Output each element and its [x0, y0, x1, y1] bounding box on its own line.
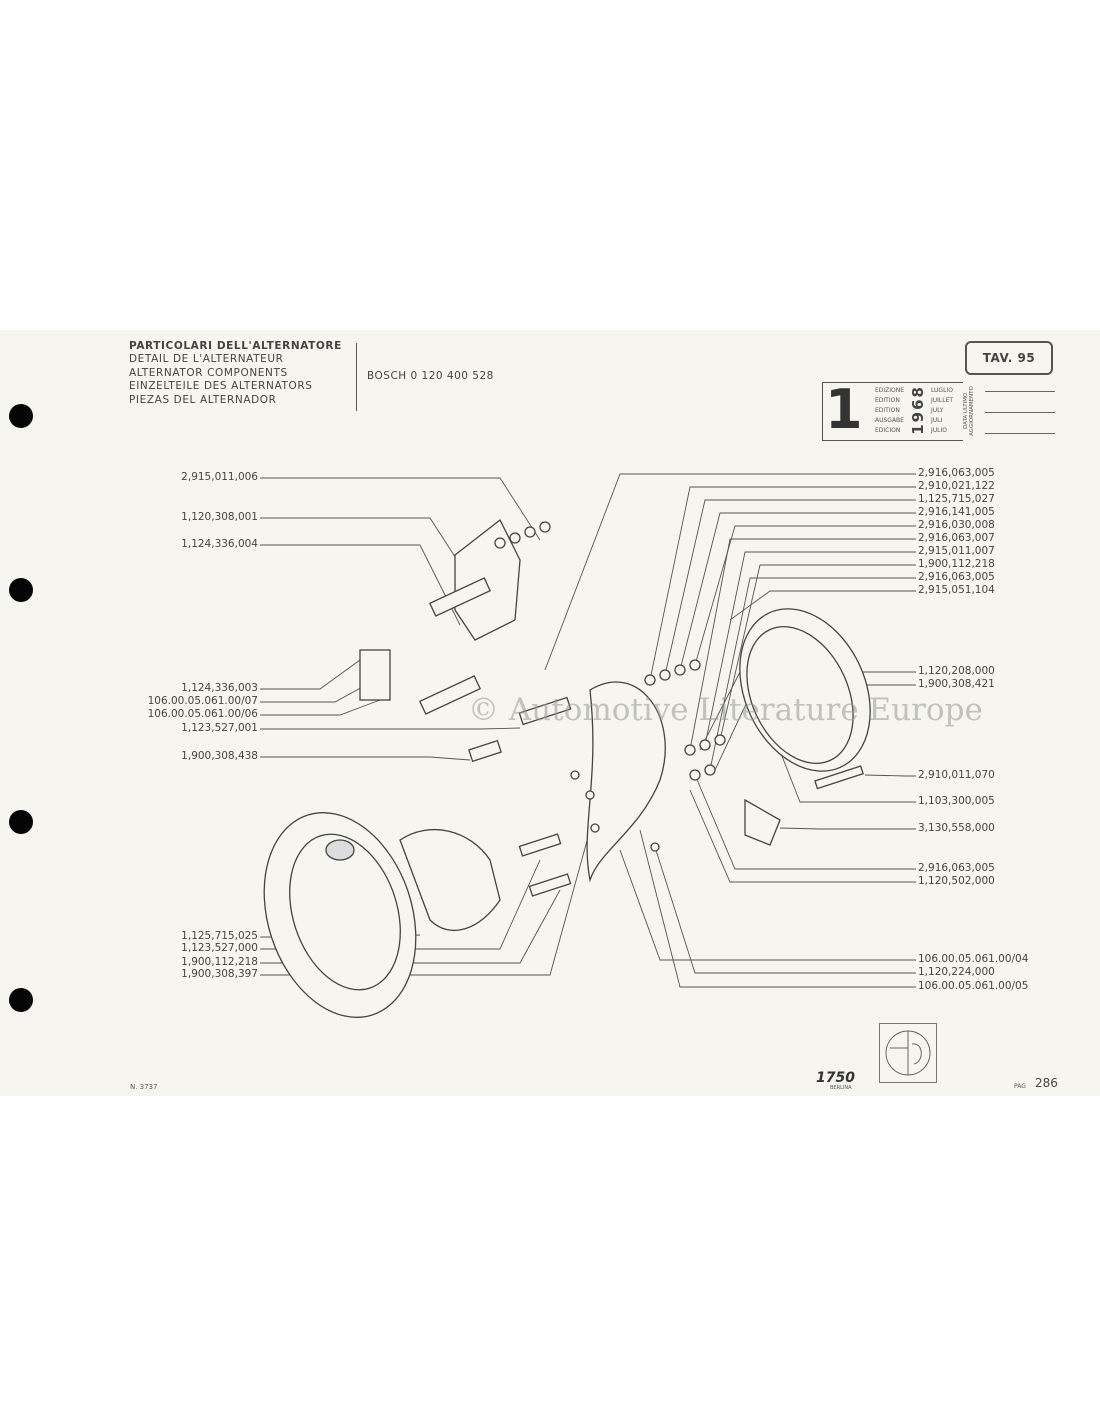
- part-number-label: 2,915,051,104: [918, 584, 995, 596]
- edition-number: 1: [825, 378, 863, 441]
- leader-line: [260, 699, 381, 716]
- binder-hole: [9, 810, 33, 834]
- edition-label: EDITION: [875, 407, 900, 414]
- binder-hole: [9, 988, 33, 1012]
- leader-line: [260, 477, 541, 541]
- part-number-label: 106.00.05.061.00/04: [918, 953, 1029, 965]
- page-label: PAG: [1014, 1083, 1026, 1090]
- part-number-label: 106.00.05.061.00/07: [147, 695, 258, 707]
- leader-line: [544, 473, 916, 671]
- edition-month: JULY: [931, 407, 944, 414]
- part-number-label: 1,900,112,218: [918, 558, 995, 570]
- part-number-label: 2,910,011,070: [918, 769, 995, 781]
- part-number-label: 1,124,336,004: [181, 538, 258, 550]
- part-number-label: 2,916,063,005: [918, 862, 995, 874]
- part-number-label: 1,125,715,027: [918, 493, 995, 505]
- watermark: © Automotive Literature Europe: [468, 692, 983, 728]
- part-number-label: 1,123,527,001: [181, 722, 258, 734]
- part-number-label: 1,900,112,218: [181, 956, 258, 968]
- brace: [350, 343, 357, 411]
- part-number-label: 2,916,141,005: [918, 506, 995, 518]
- part-number-label: 106.00.05.061.00/06: [147, 708, 258, 720]
- part-number-label: 2,915,011,007: [918, 545, 995, 557]
- leader-line: [679, 512, 916, 671]
- part-number-label: 1,120,308,001: [181, 511, 258, 523]
- part-number-label: 1,125,715,025: [181, 930, 258, 942]
- update-line: [985, 433, 1055, 434]
- alternator-parts-drawing: [263, 519, 871, 1018]
- title-es: PIEZAS DEL ALTERNADOR: [129, 393, 277, 406]
- leader-line: [260, 727, 521, 730]
- part-number-label: 2,915,011,006: [181, 471, 258, 483]
- part-number-label: 2,916,063,007: [918, 532, 995, 544]
- edition-labels: EDIZIONE EDITION EDITION AUSGABE EDICION: [875, 386, 904, 436]
- edition-label: AUSGABE: [875, 417, 904, 424]
- mounting-bracket: [454, 519, 521, 641]
- update-line: [985, 412, 1055, 413]
- part-number-label: 2,910,021,122: [918, 480, 995, 492]
- leader-line: [654, 846, 916, 974]
- leader-line: [729, 590, 916, 621]
- update-line: [985, 391, 1055, 392]
- page-title: PARTICOLARI DELL'ALTERNATORE DETAIL DE L…: [129, 340, 342, 407]
- edition-label: EDITION: [875, 397, 900, 404]
- model-reference: BOSCH 0 120 400 528: [367, 370, 494, 382]
- leader-line: [709, 577, 916, 771]
- document-number: N. 3737: [130, 1083, 158, 1091]
- leader-line: [260, 517, 471, 581]
- leader-line: [260, 544, 461, 626]
- leader-line: [719, 564, 916, 741]
- alfa-romeo-logo: [879, 1023, 937, 1083]
- title-en: ALTERNATOR COMPONENTS: [129, 366, 288, 379]
- leader-line: [779, 827, 916, 830]
- leader-line: [619, 849, 916, 961]
- binder-hole: [9, 404, 33, 428]
- part-number-label: 2,916,030,008: [918, 519, 995, 531]
- leader-line: [260, 659, 361, 690]
- part-number-label: 1,103,300,005: [918, 795, 995, 807]
- title-it: PARTICOLARI DELL'ALTERNATORE: [129, 340, 342, 352]
- leader-line: [689, 789, 916, 883]
- rectifier-plate: [399, 828, 501, 931]
- plate-number: TAV. 95: [965, 341, 1053, 375]
- part-number-label: 3,130,558,000: [918, 822, 995, 834]
- edition-label: EDIZIONE: [875, 387, 905, 394]
- edition-month: JULI: [931, 417, 943, 424]
- model-sub: BERLINA: [830, 1085, 852, 1091]
- leader-line: [704, 551, 916, 746]
- leader-line: [689, 538, 916, 751]
- part-number-label: 106.00.05.061.00/05: [918, 980, 1029, 992]
- leader-line: [260, 679, 376, 703]
- title-de: EINZELTEILE DES ALTERNATORS: [129, 380, 313, 393]
- leader-line: [649, 486, 916, 681]
- page-number: 286: [1035, 1076, 1058, 1090]
- part-number-label: 1,123,527,000: [181, 942, 258, 954]
- edition-month: JULIO: [931, 427, 947, 434]
- leader-line: [664, 499, 916, 676]
- binder-hole: [9, 578, 33, 602]
- connector-cap: [744, 798, 781, 846]
- part-number-label: 1,124,336,003: [181, 682, 258, 694]
- part-number-label: 1,120,224,000: [918, 966, 995, 978]
- brush-holder: [359, 649, 391, 701]
- leader-line: [864, 774, 916, 777]
- part-number-label: 1,900,308,397: [181, 968, 258, 980]
- part-number-label: 1,900,308,438: [181, 750, 258, 762]
- leader-line: [694, 525, 916, 666]
- edition-label: EDICION: [875, 427, 901, 434]
- leader-line: [694, 774, 916, 870]
- leader-line: [639, 829, 916, 988]
- part-number-label: 2,916,063,005: [918, 467, 995, 479]
- model-logo: 1750: [816, 1070, 855, 1086]
- edition-months: LUGLIO JUILLET JULY JULI JULIO: [931, 386, 953, 436]
- part-number-label: 2,916,063,005: [918, 571, 995, 583]
- edition-month: JUILLET: [931, 397, 954, 404]
- part-number-label: 1,120,208,000: [918, 665, 995, 677]
- title-fr: DETAIL DE L'ALTERNATEUR: [129, 353, 284, 366]
- edition-month: LUGLIO: [931, 387, 953, 394]
- leader-line: [260, 756, 471, 761]
- part-number-label: 1,900,308,421: [918, 678, 995, 690]
- part-number-label: 1,120,502,000: [918, 875, 995, 887]
- edition-box: 1 EDIZIONE EDITION EDITION AUSGABE EDICI…: [822, 378, 963, 441]
